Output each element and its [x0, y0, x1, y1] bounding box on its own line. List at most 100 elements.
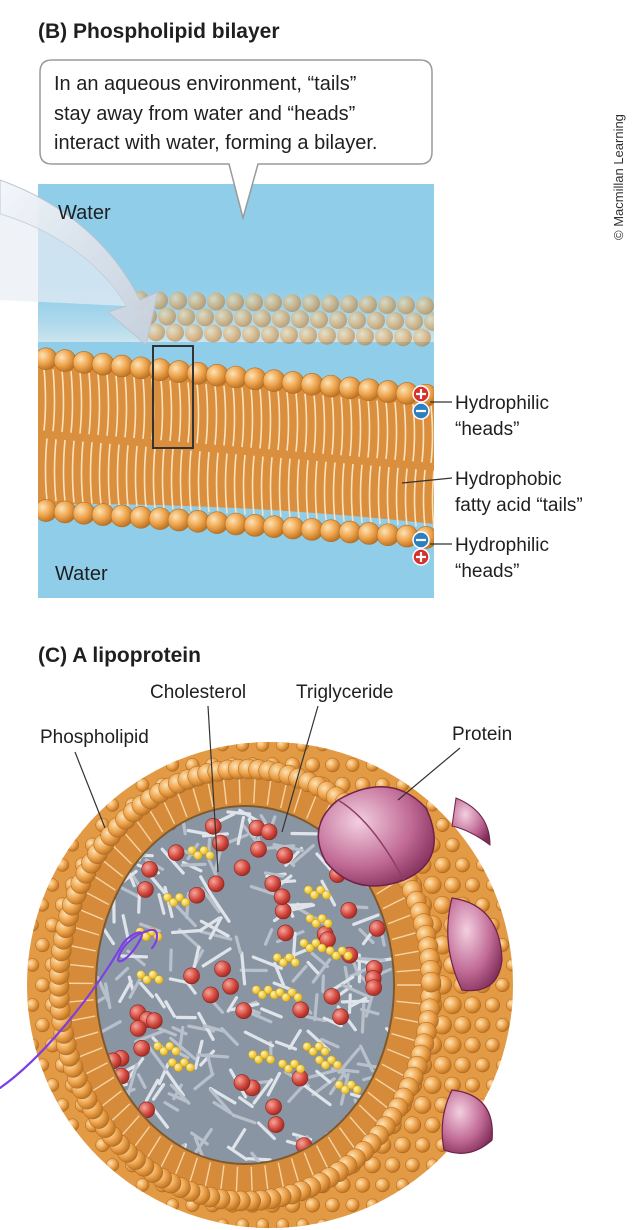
triglyceride-chain	[155, 1026, 178, 1037]
shell-tail	[86, 892, 110, 906]
triglyceride-chain	[341, 983, 372, 1000]
fatty-acid-tail	[115, 375, 119, 437]
background-head	[299, 326, 317, 345]
triglyceride-head	[250, 841, 267, 858]
phospholipid-head	[319, 374, 343, 398]
shell-head	[235, 742, 250, 752]
shell-tail	[149, 809, 164, 833]
shell-tail	[207, 781, 214, 808]
shell-head	[425, 1158, 440, 1172]
fatty-acid-tail	[88, 372, 92, 435]
cholesterol-molecule	[167, 1058, 177, 1067]
panel-c-title: (C) A lipoprotein	[38, 644, 201, 667]
tail-band	[38, 358, 434, 524]
fatty-acid-tail	[385, 401, 389, 460]
cholesterol-molecule	[148, 970, 158, 980]
cholesterol-molecule	[153, 1041, 163, 1051]
triglyceride-chain	[97, 996, 105, 1015]
cholesterol-molecule	[305, 913, 315, 923]
triglyceride-chain	[213, 846, 223, 875]
protein-edge-top	[451, 797, 491, 847]
fatty-acid-tail	[350, 463, 354, 523]
phospholipid-head	[357, 378, 381, 402]
background-head	[196, 308, 214, 327]
shell-head	[105, 1158, 120, 1172]
negative-charge-icon	[412, 531, 430, 549]
triglyceride-head	[276, 847, 294, 864]
triglyceride-chain	[347, 993, 352, 1015]
triglyceride-chain	[208, 1086, 237, 1105]
triglyceride-chain	[147, 1045, 168, 1072]
cholesterol-molecule	[309, 890, 319, 900]
shell-head	[366, 758, 379, 772]
background-head	[302, 294, 320, 313]
fatty-acid-tail	[223, 385, 227, 446]
triglyceride-chain	[167, 1092, 190, 1104]
cholesterol-molecule	[174, 892, 184, 902]
fatty-acid-tail	[197, 451, 201, 512]
triglyceride-chain	[291, 931, 297, 960]
shell-head	[255, 742, 270, 752]
shell-head	[45, 878, 60, 892]
shell-head	[364, 1156, 381, 1174]
shell-head	[413, 1096, 432, 1114]
triglyceride-chain	[303, 1084, 332, 1107]
triglyceride-chain	[118, 979, 133, 1004]
shell-head	[405, 1157, 420, 1173]
shell-tail	[396, 969, 421, 973]
shell-tail	[238, 777, 241, 804]
triglyceride-head	[212, 834, 229, 852]
shell-head	[275, 742, 290, 752]
triglyceride-chain	[287, 902, 314, 907]
triglyceride-chain	[116, 884, 141, 899]
label-hydrophilic-heads-bottom: Hydrophilic “heads”	[455, 535, 554, 582]
cholesterol-molecule	[326, 1055, 336, 1065]
shell-head	[216, 1218, 229, 1228]
shell-head	[27, 918, 39, 932]
fatty-acid-tail	[394, 402, 398, 460]
triglyceride-head	[274, 902, 292, 920]
phospholipid-head	[205, 363, 229, 387]
triglyceride-head	[207, 875, 225, 893]
cholesterol-molecule	[154, 975, 164, 985]
triglyceride-head	[265, 1098, 282, 1116]
shell-tail	[391, 932, 416, 941]
shell-head	[453, 1016, 472, 1034]
triglyceride-chain	[313, 993, 319, 1022]
cholesterol-molecule	[260, 1050, 270, 1060]
triglyceride-chain	[290, 844, 315, 866]
shell-tail	[74, 1031, 99, 1040]
triglyceride-head	[129, 1020, 147, 1037]
label-hydrophilic-heads-top: Hydrophilic “heads”	[455, 393, 554, 440]
shell-head	[443, 1036, 462, 1054]
transition-arrow	[0, 179, 159, 346]
fatty-acid-tail	[106, 374, 110, 436]
triglyceride-head	[137, 881, 154, 898]
fatty-acid-tail	[404, 468, 408, 526]
triglyceride-chain	[171, 1025, 188, 1036]
fatty-acid-tail	[206, 451, 210, 512]
shell-tail	[146, 1135, 162, 1159]
fatty-acid-tail	[359, 464, 363, 523]
background-head	[359, 295, 377, 314]
fatty-acid-tail	[295, 392, 299, 452]
shell-tail	[374, 1077, 397, 1093]
shell-tail	[136, 820, 153, 842]
phospholipid-head	[91, 503, 115, 526]
shell-head	[304, 757, 321, 773]
triglyceride-chain	[320, 1037, 340, 1049]
shell-tail	[71, 1015, 96, 1022]
phospholipid-head	[300, 518, 324, 541]
triglyceride-chain	[157, 893, 166, 915]
fatty-acid-tail	[97, 373, 101, 436]
top-head-row	[38, 347, 434, 407]
leader-phospholipid	[74, 751, 106, 829]
phospholipid-head	[148, 507, 172, 530]
triglyceride-chain	[120, 954, 149, 959]
triglyceride-chain	[240, 951, 247, 986]
shell-tail	[162, 800, 176, 825]
triglyceride-chain	[205, 1053, 214, 1077]
triglyceride-chain	[250, 1011, 273, 1024]
background-head	[283, 294, 301, 313]
